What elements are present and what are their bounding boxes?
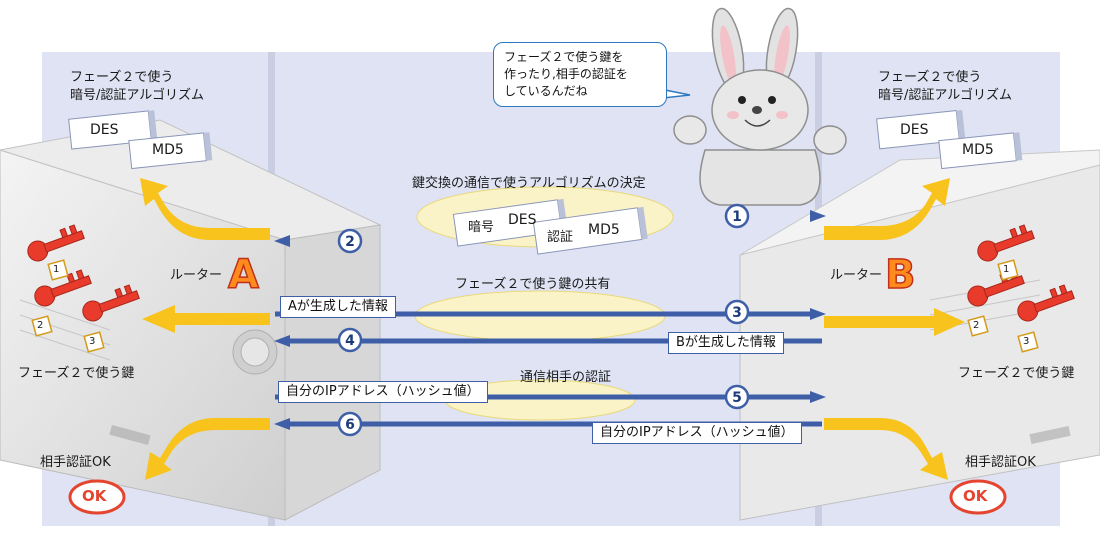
right-algo-caption-1: フェーズ２で使う [878,70,982,85]
right-des-card: DES [900,122,929,138]
output-arrows-left [140,178,270,480]
algo-cards-right [876,109,1023,170]
output-arrows-right [824,178,965,480]
right-auth-ok-label: 相手認証OK [965,455,1036,470]
bubble-line-1: フェーズ２で使う鍵を [504,50,624,64]
key-number-left-1: 1 [53,264,60,275]
bubble-line-2: 作ったり,相手の認証を [504,67,628,81]
key-number-right-3: 3 [1023,336,1030,347]
key-sharing-title: フェーズ２で使う鍵の共有 [455,277,611,292]
keys-left [27,224,140,322]
right-keys-label: フェーズ２で使う鍵 [958,366,1075,381]
key-tags-left [31,259,105,353]
peer-auth-title: 通信相手の認証 [520,370,612,385]
bubble-line-3: しているんだね [504,84,588,98]
left-auth-ok-label: 相手認証OK [40,455,111,470]
router-a-letter: A [227,251,259,299]
own-ip-hash-b-box: 自分のIPアドレス（ハッシュ値） [592,422,802,444]
algo-cards-center [452,198,648,255]
a-info-box: Aが生成した情報 [280,296,396,318]
left-algo-caption-2: 暗号/認証アルゴリズム [70,88,204,103]
rabbit-mascot [673,7,847,206]
cipher-card-label: 暗号 [468,220,495,235]
key-number-right-2: 2 [973,320,980,331]
router-a-label: ルーター [170,268,223,283]
ok-text-right: OK [963,487,988,505]
algo-cards-left [68,110,213,170]
auth-card-label: 認証 [547,230,574,245]
left-keys-label: フェーズ２で使う鍵 [18,366,135,381]
key-number-left-2: 2 [37,320,44,331]
key-number-right-1: 1 [1003,264,1010,275]
key-tags-right [967,259,1039,353]
algo-decision-title: 鍵交換の通信で使うアルゴリズムの決定 [412,176,646,191]
router-b-letter: B [884,251,916,299]
right-md5-card: MD5 [962,142,994,158]
auth-card-value: MD5 [588,222,620,238]
cipher-card-value: DES [508,212,537,228]
left-md5-card: MD5 [152,142,184,158]
right-algo-caption-2: 暗号/認証アルゴリズム [878,88,1012,103]
key-number-left-3: 3 [89,336,96,347]
ok-stamp-left [68,479,126,515]
left-des-card: DES [90,122,119,138]
ok-stamp-right [949,479,1007,515]
router-b-label: ルーター [830,268,883,283]
b-info-box: Bが生成した情報 [668,332,784,354]
left-algo-caption-1: フェーズ２で使う [70,70,174,85]
ok-text-left: OK [82,487,107,505]
own-ip-hash-a-box: 自分のIPアドレス（ハッシュ値） [278,381,488,403]
speech-bubble: フェーズ２で使う鍵を 作ったり,相手の認証を しているんだね [493,42,667,107]
